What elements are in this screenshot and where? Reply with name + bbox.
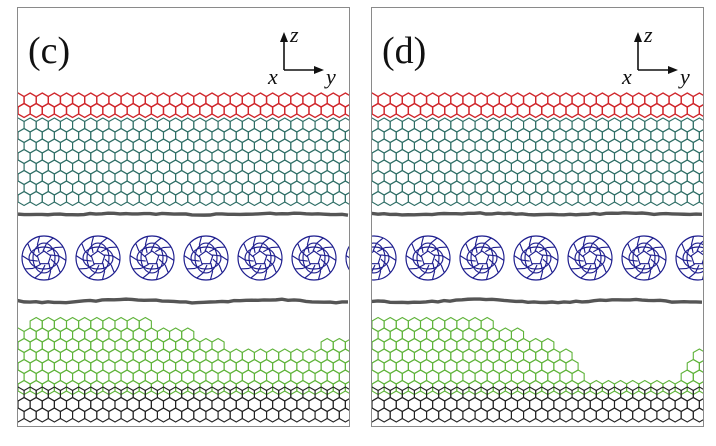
axis-z-label: z <box>289 22 299 47</box>
fullerene-c-1 <box>76 236 120 280</box>
fullerene-c-3 <box>184 236 228 280</box>
lower-gray-sheet-d <box>372 299 702 303</box>
panel-c-label: (c) <box>28 32 70 70</box>
panel-d: zx y (d) <box>371 7 704 427</box>
axis-x-label: x <box>621 64 632 89</box>
upper-slab-c <box>18 118 350 206</box>
fullerene-c-0 <box>22 236 66 280</box>
fullerene-c-4 <box>238 236 282 280</box>
fullerene-c-2 <box>130 236 174 280</box>
fullerene-d-4 <box>568 236 612 280</box>
fullerene-d-1 <box>406 236 450 280</box>
top-layer-d <box>372 93 704 118</box>
axis-y-label: y <box>324 64 336 89</box>
axis-x-label: x <box>267 64 278 89</box>
upper-gray-sheet-c <box>18 213 348 215</box>
top-layer-c <box>18 93 350 118</box>
panel-c: zx y (c) <box>17 7 350 427</box>
axis-y-label: y <box>678 64 690 89</box>
fullerene-d-6 <box>676 236 704 280</box>
axes-c-icon: zx y <box>267 22 336 89</box>
upper-slab-d <box>372 118 704 206</box>
fullerene-d-5 <box>622 236 666 280</box>
panel-d-label: (d) <box>382 32 426 70</box>
fullerene-d-2 <box>460 236 504 280</box>
green-layer-c <box>18 318 350 395</box>
fullerene-d-0 <box>372 236 396 280</box>
lower-gray-sheet-c <box>18 299 348 303</box>
fullerene-c-6 <box>346 236 350 280</box>
fullerene-c-5 <box>292 236 336 280</box>
green-layer-d <box>372 318 704 395</box>
axes-d-icon: zx y <box>621 22 690 89</box>
axis-z-label: z <box>643 22 653 47</box>
fullerene-d-3 <box>514 236 558 280</box>
upper-gray-sheet-d <box>372 213 702 215</box>
